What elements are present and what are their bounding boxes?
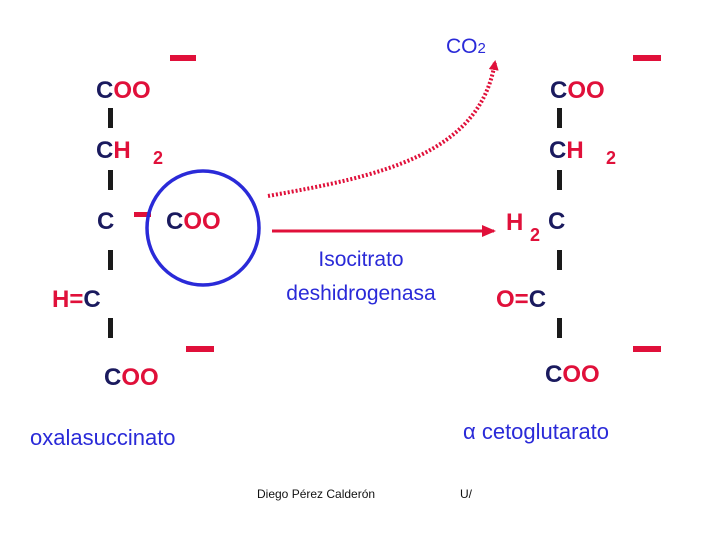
bond-line [108,250,113,270]
bond-line [557,170,562,190]
carbon-label: C [549,137,567,164]
right-bottom-carboxyl: COO [545,363,600,387]
carbon-label: C [550,77,568,104]
right-keto-group: O=C [496,288,546,312]
left-side-minus-charge [134,212,151,217]
right-ch2-carbon: C [548,208,566,235]
bond-line [108,108,113,128]
enzyme-line-2: deshidrogenasa [286,282,436,306]
right-molecule-name: α cetoglutarato [463,419,610,444]
co2-release-arrow [267,60,499,198]
bond-line [557,108,562,128]
co2-main-text: CO [446,35,478,58]
bond-line [557,318,562,338]
oxygen-label: OO [113,77,151,104]
subscript-2: 2 [530,225,541,245]
oxygen-label: OO [183,208,221,235]
right-bottom-minus-charge [633,346,661,352]
bond-line [557,250,562,270]
enzyme-line-1: Isocitrato [318,248,404,271]
enzyme-label: Isocitrato deshidrogenasa [246,248,476,306]
highlight-circle [145,169,261,287]
bond-line [108,170,113,190]
carbon-label: C [83,286,101,313]
hydrogen-label: H [566,137,584,164]
left-molecule-name: oxalasuccinato [30,425,176,450]
carbon-label: C [528,286,547,313]
hydrogen-label: H [506,209,524,236]
subscript-2: 2 [153,148,164,168]
hydrogen-double-bond-label: H= [52,286,84,313]
left-top-minus-charge [170,55,196,61]
right-top-carboxyl: COO [550,79,605,103]
carbon-label: C [104,364,122,391]
co2-label: CO2 [446,36,486,57]
oxygen-label: OO [562,361,600,388]
bond-line [108,318,113,338]
carbon-label: C [166,208,184,235]
left-top-carboxyl: COO [96,79,151,103]
right-top-minus-charge [633,55,661,61]
right-ch2-group: CH [549,139,584,163]
carbon-label: C [96,77,114,104]
left-bottom-minus-charge [186,346,214,352]
oxygen-label: OO [567,77,605,104]
subscript-2: 2 [606,148,617,168]
carbon-label: C [545,361,563,388]
left-center-carbon: C [97,208,115,235]
footer-author: Diego Pérez Calderón [257,487,376,501]
footer-fragment: U/ [460,487,472,501]
co2-subscript: 2 [477,40,486,57]
carbon-label: C [96,137,114,164]
hydrogen-label: H [113,137,131,164]
left-side-carboxyl: COO [166,210,221,234]
left-bottom-carboxyl: COO [104,366,159,390]
oxygen-double-bond-label: O= [496,286,529,313]
left-h-carbon-group: H=C [52,288,101,312]
left-ch2-group: CH [96,139,131,163]
oxygen-label: OO [121,364,159,391]
